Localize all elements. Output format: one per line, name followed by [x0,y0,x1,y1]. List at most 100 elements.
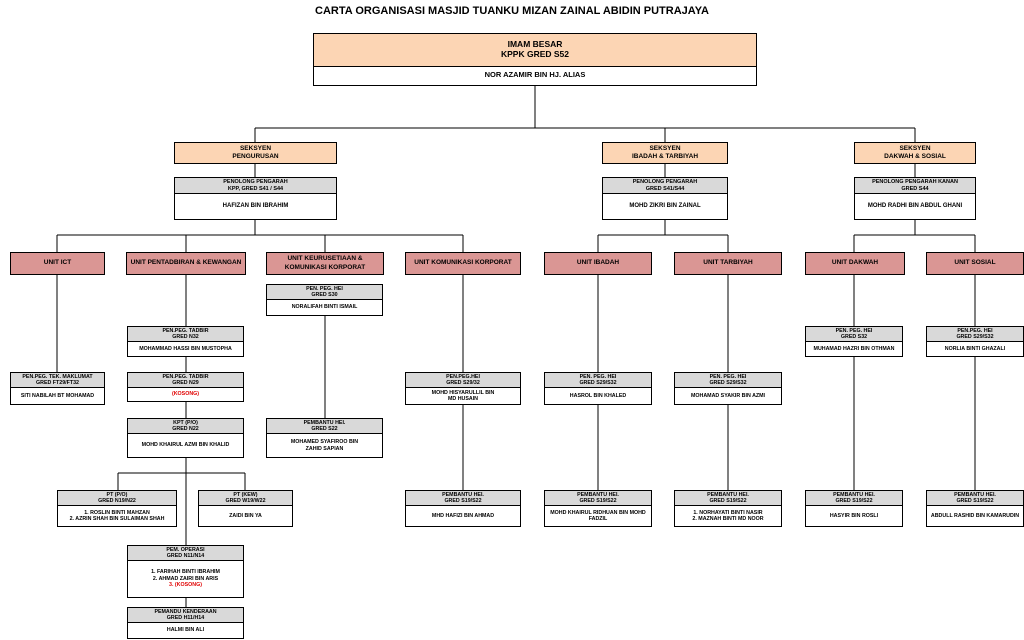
staff-operasi-position: PEM. OPERASI [166,546,205,553]
section-dakwah-line1: SEKSYEN [899,144,931,152]
unit-komunikasi: UNIT KOMUNIKASI KORPORAT [405,252,521,275]
staff-keur-pembantu-names: MOHAMED SYAFIROO BIN ZAHID SAPIAN [267,434,382,457]
section-pengurusan-line1: SEKSYEN [239,144,272,152]
staff-kom-hei-grade: GRED S29/32 [446,380,480,386]
unit-tarbiyah: UNIT TARBIYAH [674,252,782,275]
staff-keur-hei-title: PEN. PEG. HEI GRED S30 [267,285,382,300]
staff-keur-pembantu-position: PEMBANTU HEI. [303,419,346,426]
staff-tarbiyah-pembantu-name2: 2. MAZNAH BINTI MD NOOR [692,516,764,522]
staff-tadbir-n32-title: PEN.PEG. TADBIR GRED N32 [128,327,243,342]
staff-tarbiyah-hei-name: MOHAMAD SYAKIR BIN AZMI [690,392,766,399]
section-dakwah-line2: DAKWAH & SOSIAL [884,153,946,160]
staff-kpt: KPT (P/O) GRED N22 MOHD KHAIRUL AZMI BIN… [127,418,244,458]
head-dakwah-name: MOHD RADHI BIN ABDUL GHANI [867,202,963,209]
staff-dakwah-hei-title: PEN. PEG. HEI GRED S32 [806,327,902,342]
staff-tadbir-n29-name: (KOSONG) [171,391,200,398]
staff-sosial-hei-name: NORLIA BINTI GHAZALI [944,345,1006,352]
staff-tadbir-n29-position: PEN.PEG. TADBIR [162,373,209,380]
staff-operasi-name1: 1. FARIHAH BINTI IBRAHIM [151,569,220,576]
staff-tarbiyah-pembantu-name1: 1. NORHAYATI BINTI NASIR [693,509,763,516]
head-dakwah-grade: GRED S44 [901,185,929,192]
unit-ibadah: UNIT IBADAH [544,252,652,275]
staff-pt-po-name2: 2. AZRIN SHAH BIN SULAIMAN SHAH [69,516,165,522]
chart-title: CARTA ORGANISASI MASJID TUANKU MIZAN ZAI… [315,5,709,17]
staff-tarbiyah-hei-grade: GRED S29/S32 [709,380,747,386]
staff-pemandu: PEMANDU KENDERAAN GRED H11/H14 HALMI BIN… [127,607,244,639]
imam-besar-title: IMAM BESAR KPPK GRED S52 [314,34,756,67]
staff-pt-po: PT (P/O) GRED N19/N22 1. ROSLIN BINTI MA… [57,490,177,527]
staff-ict-tek: PEN.PEG. TEK. MAKLUMAT GRED FT29/FT32 SI… [10,372,105,405]
staff-pt-kew-name: ZAIDI BIN YA [229,512,262,519]
staff-dakwah-hei-position: PEN. PEG. HEI [835,327,873,334]
staff-dakwah-hei-name: MUHAMAD HAZRI BIN OTHMAN [813,345,895,352]
head-dakwah-title: PENOLONG PENGARAH KANAN GRED S44 [855,178,975,194]
staff-tarbiyah-pembantu-title: PEMBANTU HEI. GRED S19/S22 [675,491,781,506]
staff-operasi-grade: GRED N11/N14 [166,553,205,559]
staff-ibadah-hei-position: PEN. PEG. HEI [579,373,617,380]
staff-pt-po-grade: GRED N19/N22 [98,498,136,504]
staff-ibadah-hei: PEN. PEG. HEI GRED S29/S32 HASROL BIN KH… [544,372,652,405]
staff-sosial-pembantu-title: PEMBANTU HEI. GRED S19/S22 [927,491,1023,506]
staff-ict-tek-position: PEN.PEG. TEK. MAKLUMAT [22,373,93,380]
staff-operasi-title: PEM. OPERASI GRED N11/N14 [128,546,243,561]
staff-ibadah-pembantu: PEMBANTU HEI. GRED S19/S22 MOHD KHAIRUL … [544,490,652,527]
staff-pt-kew-title: PT (KEW) GRED W19/W22 [199,491,292,506]
staff-keur-hei-grade: GRED S30 [311,292,338,298]
staff-sosial-pembantu-position: PEMBANTU HEI. [954,491,996,498]
staff-tadbir-n32-name: MOHAMMAD HASSI BIN MUSTOPHA [139,345,232,352]
staff-tadbir-n32: PEN.PEG. TADBIR GRED N32 MOHAMMAD HASSI … [127,326,244,357]
imam-besar-grade: KPPK GRED S52 [500,49,570,59]
unit-pentadbiran: UNIT PENTADBIRAN & KEWANGAN [126,252,246,275]
staff-operasi-name3: 3. (KOSONG) [169,582,202,589]
staff-pt-po-name1: 1. ROSLIN BINTI MAHZAN [84,509,150,516]
staff-kom-hei-position: PEN.PEG.HEI [446,373,480,380]
staff-kom-hei-title: PEN.PEG.HEI GRED S29/32 [406,373,520,388]
staff-sosial-hei-grade: GRED S29/S32 [956,334,994,340]
staff-pt-kew-position: PT (KEW) [233,491,258,498]
staff-kom-pembantu: PEMBANTU HEI. GRED S19/S22 MHD HAFIZI BI… [405,490,521,527]
staff-pemandu-name: HALMI BIN ALI [166,627,205,634]
unit-keurusetiaan-line1: UNIT KEURUSETIAAN & [287,255,363,263]
staff-kom-hei-names: MOHD HISYARULLIL BIN MD HUSAIN [406,388,520,404]
imam-besar-position: IMAM BESAR [507,39,563,50]
staff-ict-tek-grade: GRED FT29/FT32 [36,380,79,386]
head-dakwah-position: PENOLONG PENGARAH KANAN [872,179,958,186]
staff-operasi: PEM. OPERASI GRED N11/N14 1. FARIHAH BIN… [127,545,244,598]
staff-tadbir-n29-grade: GRED N29 [172,380,199,386]
staff-sosial-pembantu-name: ABDULL RASHID BIN KAMARUDIN [930,512,1020,519]
staff-sosial-hei: PEN.PEG. HEI GRED S29/S32 NORLIA BINTI G… [926,326,1024,357]
staff-ibadah-pembantu-name2: FADZIL [588,516,608,522]
staff-tadbir-n32-position: PEN.PEG. TADBIR [162,327,209,334]
staff-kom-pembantu-name: MHD HAFIZI BIN AHMAD [431,512,495,519]
staff-ibadah-pembantu-names: MOHD KHAIRUL RIDHUAN BIN MOHD FADZIL [545,506,651,526]
head-ibadah-box: PENOLONG PENGARAH GRED S41/S44 MOHD ZIKR… [602,177,728,220]
staff-pt-kew-grade: GRED W19/W22 [225,498,266,504]
head-ibadah-name: MOHD ZIKRI BIN ZAINAL [629,202,701,209]
staff-dakwah-pembantu: PEMBANTU HEI. GRED S19/S22 HASYIR BIN RO… [805,490,903,527]
section-pengurusan: SEKSYEN PENGURUSAN [174,142,337,164]
staff-kom-hei-name1: MOHD HISYARULLIL BIN [431,389,495,396]
section-pengurusan-line2: PENGURUSAN [232,153,279,160]
staff-sosial-pembantu-grade: GRED S19/S22 [956,498,994,504]
staff-tarbiyah-pembantu-position: PEMBANTU HEI. [707,491,749,498]
unit-ict: UNIT ICT [10,252,105,275]
staff-dakwah-hei: PEN. PEG. HEI GRED S32 MUHAMAD HAZRI BIN… [805,326,903,357]
head-pengurusan-box: PENOLONG PENGARAH KPP, GRED S41 / S44 HA… [174,177,337,220]
head-pengurusan-position: PENOLONG PENGARAH [223,179,288,186]
imam-besar-name: NOR AZAMIR BIN HJ. ALIAS [484,69,586,79]
staff-tarbiyah-hei: PEN. PEG. HEI GRED S29/S32 MOHAMAD SYAKI… [674,372,782,405]
staff-keur-pembantu-name1: MOHAMED SYAFIROO BIN [290,439,359,446]
staff-ict-tek-title: PEN.PEG. TEK. MAKLUMAT GRED FT29/FT32 [11,373,104,388]
staff-ibadah-hei-title: PEN. PEG. HEI GRED S29/S32 [545,373,651,388]
staff-ibadah-hei-grade: GRED S29/S32 [579,380,617,386]
staff-kom-hei-name2: MD HUSAIN [447,396,478,402]
staff-ict-tek-name: SITI NABILAH BT MOHAMAD [20,392,95,399]
staff-dakwah-hei-grade: GRED S32 [840,334,868,340]
staff-kpt-grade: GRED N22 [172,426,199,432]
staff-sosial-pembantu: PEMBANTU HEI. GRED S19/S22 ABDULL RASHID… [926,490,1024,527]
staff-operasi-name2: 2. AHMAD ZAIRI BIN ARIS [152,575,219,582]
staff-keur-pembantu-grade: GRED S22 [311,426,338,432]
head-pengurusan-name: HAFIZAN BIN IBRAHIM [222,202,289,209]
staff-kom-pembantu-title: PEMBANTU HEI. GRED S19/S22 [406,491,520,506]
staff-ibadah-hei-name: HASROL BIN KHALED [569,392,627,399]
